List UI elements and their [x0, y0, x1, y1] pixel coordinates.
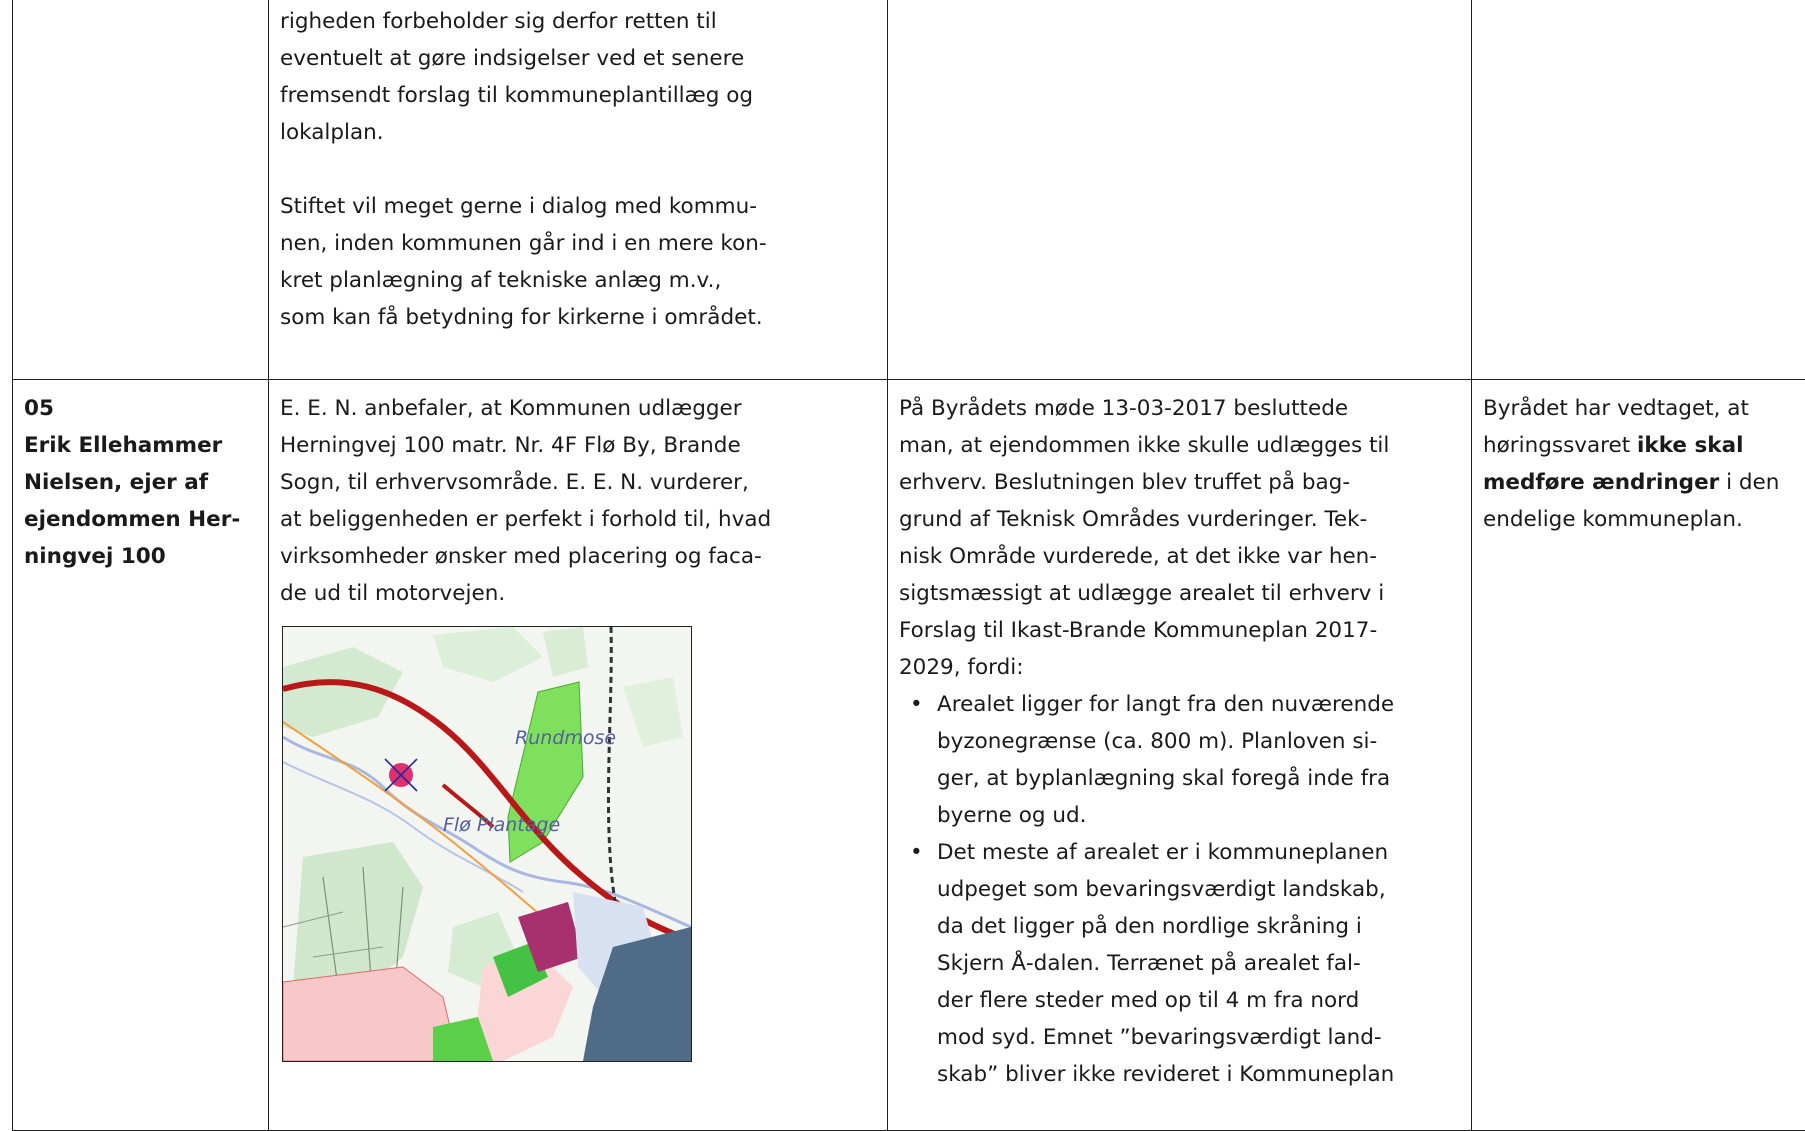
text-line: nisk Område vurderede, at det ikke var h…: [899, 544, 1377, 569]
respondent-name: Nielsen, ejer af: [24, 470, 208, 495]
map-label-plantage: Flø Plantage: [443, 814, 560, 836]
decision-text: Byrådet har vedtaget, at: [1483, 396, 1749, 421]
text-line: lokalplan.: [280, 120, 384, 145]
respondent-cell: [13, 0, 269, 380]
text-line: mod syd. Emnet ”bevaringsværdigt land-: [937, 1025, 1382, 1050]
map-label-rundmose: Rundmose: [515, 727, 616, 749]
text-line: som kan få betydning for kirkerne i områ…: [280, 305, 763, 330]
text-line: nen, inden kommunen går ind i en mere ko…: [280, 231, 767, 256]
table-row: righeden forbeholder sig derfor retten t…: [13, 0, 1805, 380]
text-line: sigtsmæssigt at udlægge arealet til erhv…: [899, 581, 1384, 606]
respondent-cell: 05 Erik Ellehammer Nielsen, ejer af ejen…: [13, 380, 269, 1131]
text-line: erhverv. Beslutningen blev truffet på ba…: [899, 470, 1350, 495]
list-item: Det meste af arealet er i kommuneplanen …: [937, 834, 1461, 1093]
text-line: Arealet ligger for langt fra den nuværen…: [937, 692, 1394, 717]
table-row: 05 Erik Ellehammer Nielsen, ejer af ejen…: [13, 380, 1805, 1131]
summary-cell: righeden forbeholder sig derfor retten t…: [269, 0, 888, 380]
text-line: byzonegrænse (ca. 800 m). Planloven si-: [937, 729, 1377, 754]
decision-emphasis: ikke skal: [1637, 433, 1743, 458]
text-line: byerne og ud.: [937, 803, 1087, 828]
summary-cell: E. E. N. anbefaler, at Kommunen udlægger…: [269, 380, 888, 1131]
text-line: eventuelt at gøre indsigelser ved et sen…: [280, 46, 744, 71]
respondent-name: ejendommen Her-: [24, 507, 240, 532]
text-line: virksomheder ønsker med placering og fac…: [280, 544, 762, 569]
decision-cell: Byrådet har vedtaget, at høringssvaret i…: [1472, 380, 1805, 1131]
summary-paragraph: E. E. N. anbefaler, at Kommunen udlægger…: [280, 390, 877, 612]
text-line: grund af Teknisk Områdes vurderinger. Te…: [899, 507, 1367, 532]
text-line: Sogn, til erhvervsområde. E. E. N. vurde…: [280, 470, 749, 495]
text-line: Det meste af arealet er i kommuneplanen: [937, 840, 1388, 865]
text-line: ger, at byplanlægning skal foregå inde f…: [937, 766, 1390, 791]
text-line: Skjern Å-dalen. Terrænet på arealet fal-: [937, 951, 1361, 976]
text-line: da det ligger på den nordlige skråning i: [937, 914, 1362, 939]
respondent-name: Erik Ellehammer: [24, 433, 222, 458]
text-line: de ud til motorvejen.: [280, 581, 505, 606]
decision-emphasis: medføre ændringer: [1483, 470, 1719, 495]
text-line: På Byrådets møde 13-03-2017 besluttede: [899, 396, 1348, 421]
text-line: man, at ejendommen ikke skulle udlægges …: [899, 433, 1389, 458]
decision-text: i den: [1719, 470, 1779, 495]
text-line: Stiftet vil meget gerne i dialog med kom…: [280, 194, 757, 219]
decision-cell: [1472, 0, 1805, 380]
text-line: E. E. N. anbefaler, at Kommunen udlægger: [280, 396, 742, 421]
summary-paragraph: Stiftet vil meget gerne i dialog med kom…: [280, 188, 877, 336]
list-item: Arealet ligger for langt fra den nuværen…: [937, 686, 1461, 834]
summary-paragraph: righeden forbeholder sig derfor retten t…: [280, 3, 877, 151]
hearing-response-table: righeden forbeholder sig derfor retten t…: [12, 0, 1805, 1131]
text-line: udpeget som bevaringsværdigt landskab,: [937, 877, 1386, 902]
response-cell: På Byrådets møde 13-03-2017 besluttede m…: [888, 380, 1472, 1131]
text-line: der flere steder med op til 4 m fra nord: [937, 988, 1359, 1013]
map-image: Rundmose Flø Plantage: [283, 627, 691, 1061]
text-line: fremsendt forslag til kommuneplantillæg …: [280, 83, 753, 108]
text-line: Herningvej 100 matr. Nr. 4F Flø By, Bran…: [280, 433, 741, 458]
text-line: righeden forbeholder sig derfor retten t…: [280, 9, 717, 34]
text-line: kret planlægning af tekniske anlæg m.v.,: [280, 268, 721, 293]
text-line: 2029, fordi:: [899, 655, 1023, 680]
reason-list: Arealet ligger for langt fra den nuværen…: [899, 686, 1461, 1093]
text-line: Forslag til Ikast-Brande Kommuneplan 201…: [899, 618, 1377, 643]
respondent-name: ningvej 100: [24, 544, 166, 569]
entry-number: 05: [24, 396, 54, 421]
location-map: Rundmose Flø Plantage: [282, 626, 692, 1062]
response-paragraph: På Byrådets møde 13-03-2017 besluttede m…: [899, 390, 1461, 686]
decision-text: endelige kommuneplan.: [1483, 507, 1743, 532]
text-line: at beliggenheden er perfekt i forhold ti…: [280, 507, 771, 532]
response-cell: [888, 0, 1472, 380]
decision-text: høringssvaret: [1483, 433, 1637, 458]
text-line: skab” bliver ikke revideret i Kommunepla…: [937, 1062, 1394, 1087]
